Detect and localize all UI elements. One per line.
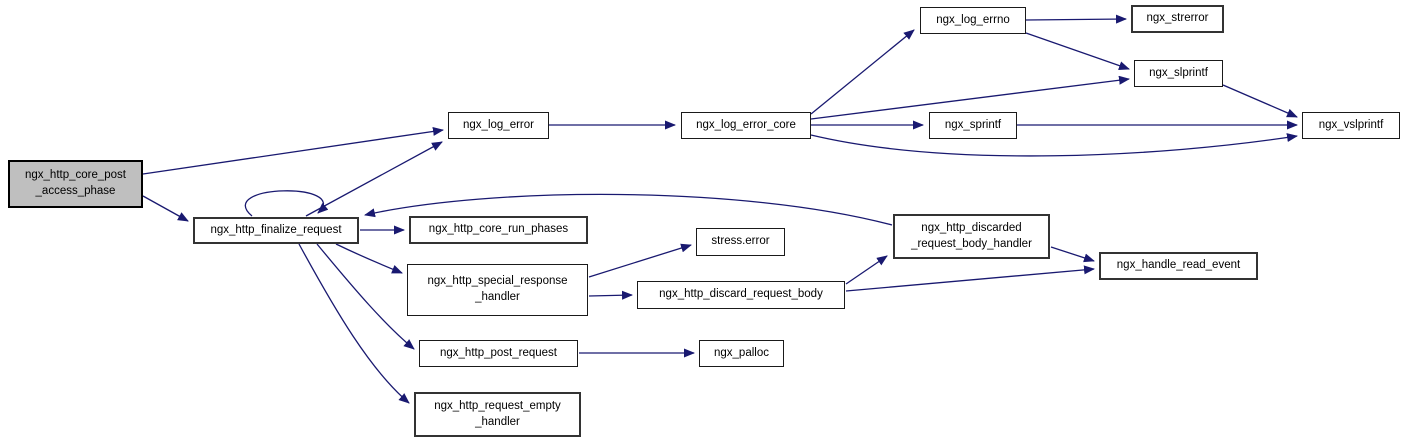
edge-errno-to-slprintf xyxy=(1025,32,1130,70)
node-label: ngx_http_core_run_phases xyxy=(428,223,569,236)
node-ngx-http-discarded-request-body-handler[interactable]: ngx_http_discarded _request_body_handler xyxy=(893,214,1050,259)
edge-discarded-handler-to-handle-read xyxy=(1050,246,1095,263)
node-label: ngx_http_discarded xyxy=(921,221,1022,234)
node-label: ngx_log_errno xyxy=(936,13,1010,26)
node-label: _request_body_handler xyxy=(911,237,1032,250)
node-label: ngx_http_discard_request_body xyxy=(659,288,823,301)
edge-special-to-discard-body xyxy=(588,290,633,300)
edge-errno-to-strerror xyxy=(1025,14,1127,24)
node-ngx-http-core-run-phases[interactable]: ngx_http_core_run_phases xyxy=(409,216,588,244)
edge-core-post-to-log-error xyxy=(142,126,444,175)
node-label: ngx_http_special_response xyxy=(427,275,568,288)
node-label: _handler xyxy=(475,291,520,303)
node-ngx-log-error[interactable]: ngx_log_error xyxy=(448,112,549,139)
node-ngx-http-request-empty-handler[interactable]: ngx_http_request_empty _handler xyxy=(414,392,581,437)
edge-core-post-to-finalize xyxy=(142,195,189,222)
node-label: ngx_strerror xyxy=(1146,12,1209,25)
node-label: ngx_http_post_request xyxy=(439,346,557,359)
edge-discard-to-handle-read xyxy=(845,265,1095,292)
node-ngx-handle-read-event[interactable]: ngx_handle_read_event xyxy=(1099,252,1258,280)
edge-special-to-stress-error xyxy=(588,243,692,278)
edge-finalize-self-loop xyxy=(244,190,329,217)
node-label: _access_phase xyxy=(35,185,116,197)
edge-discard-to-discarded-handler xyxy=(845,255,888,285)
node-label: ngx_sprintf xyxy=(944,118,1002,131)
edge-finalize-to-special-response xyxy=(335,243,403,274)
node-ngx-http-special-response-handler[interactable]: ngx_http_special_response _handler xyxy=(407,264,588,316)
edge-finalize-to-log-error xyxy=(305,141,443,217)
node-label: ngx_log_error_core xyxy=(696,118,796,131)
node-ngx-log-errno[interactable]: ngx_log_errno xyxy=(920,7,1026,34)
node-ngx-http-core-post-access-phase: ngx_http_core_post _access_phase xyxy=(8,160,143,208)
edge-core-to-slprintf xyxy=(810,75,1130,120)
edge-finalize-to-post-request xyxy=(316,243,415,350)
node-ngx-strerror[interactable]: ngx_strerror xyxy=(1131,5,1224,33)
node-ngx-log-error-core[interactable]: ngx_log_error_core xyxy=(681,112,811,139)
edge-core-to-vslprintf xyxy=(810,133,1298,157)
node-ngx-http-finalize-request[interactable]: ngx_http_finalize_request xyxy=(193,217,359,244)
node-label: ngx_palloc xyxy=(714,346,769,359)
edge-core-to-errno xyxy=(810,29,915,115)
edge-slprintf-to-vslprintf xyxy=(1222,84,1298,118)
edge-finalize-to-request-empty xyxy=(298,243,410,404)
node-ngx-palloc[interactable]: ngx_palloc xyxy=(699,340,784,367)
node-ngx-sprintf[interactable]: ngx_sprintf xyxy=(929,112,1017,139)
node-label: ngx_http_core_post xyxy=(24,169,127,182)
node-ngx-http-post-request[interactable]: ngx_http_post_request xyxy=(419,340,578,367)
node-label: stress.error xyxy=(711,235,770,248)
edge-discarded-handler-to-finalize xyxy=(364,193,893,226)
node-label: ngx_http_finalize_request xyxy=(210,223,342,236)
node-label: ngx_slprintf xyxy=(1149,66,1208,79)
node-label: _handler xyxy=(475,415,520,428)
node-ngx-vslprintf[interactable]: ngx_vslprintf xyxy=(1302,112,1400,139)
node-ngx-slprintf[interactable]: ngx_slprintf xyxy=(1134,60,1223,87)
node-stress-error[interactable]: stress.error xyxy=(696,228,785,256)
node-label: ngx_vslprintf xyxy=(1318,118,1384,131)
node-label: ngx_handle_read_event xyxy=(1116,259,1241,272)
node-label: ngx_log_error xyxy=(463,118,534,131)
node-label: ngx_http_request_empty xyxy=(434,399,561,412)
node-ngx-http-discard-request-body[interactable]: ngx_http_discard_request_body xyxy=(637,281,845,309)
